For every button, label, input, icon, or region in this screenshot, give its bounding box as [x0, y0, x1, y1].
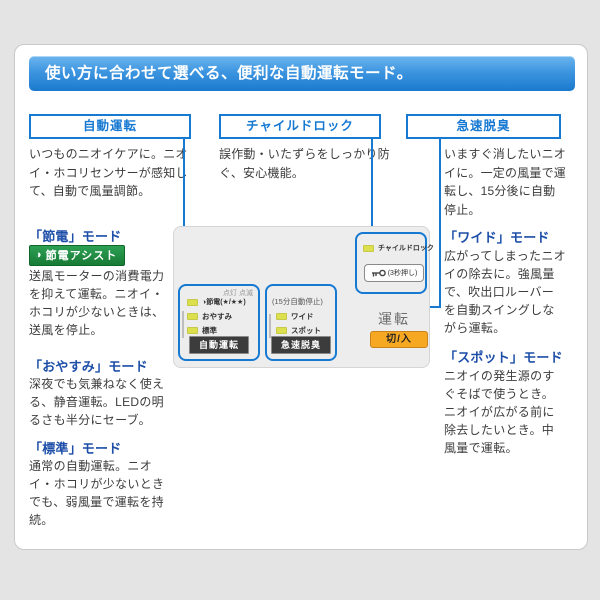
- childlock-lamp-row: チャイルドロック: [363, 243, 434, 253]
- quick-deodorize-button: 急速脱臭: [270, 336, 332, 354]
- lamp-label: ◑節電(★/★★): [202, 299, 246, 306]
- lamp-label: チャイルドロック: [378, 245, 434, 252]
- auto-lamp-row-sleep: おやすみ: [187, 311, 232, 322]
- group-tick: [269, 314, 271, 338]
- lamp-label: 標準: [202, 326, 217, 335]
- mode-description-wide: 広がってしまったニオイの除去に。強風量で、吹出口ルーバーを自動スイングしながら運…: [444, 249, 566, 335]
- feature-box-childlock: チャイルドロック: [219, 114, 381, 139]
- deodorize-note: (15分自動停止): [272, 297, 323, 306]
- feature-description-auto: いつものニオイケアに。ニオイ・ホコリセンサーが感知して、自動で風量調節。: [29, 147, 188, 198]
- childlock-key-button: (3秒押し): [364, 264, 424, 282]
- power-label: 運転: [378, 311, 410, 327]
- auto-run-button: 自動運転: [188, 336, 250, 354]
- lamp-label: ワイド: [291, 312, 314, 321]
- control-panel: チャイルドロック (3秒押し) 点灯 点滅: [173, 226, 434, 368]
- feature-label: 自動運転: [82, 119, 137, 133]
- eco-assist-badge: ◑節電アシスト: [29, 245, 126, 266]
- mode-description-spot: ニオイの発生源のすぐそばで使うとき。ニオイが広がる前に除去したいとき。中風量で運…: [444, 369, 555, 455]
- eco-badge-label: 節電アシスト: [45, 250, 118, 262]
- feature-box-deodorize: 急速脱臭: [406, 114, 561, 139]
- group-tick: [182, 311, 184, 338]
- feature-box-auto: 自動運転: [29, 114, 191, 139]
- lamp-indicator: [187, 298, 198, 306]
- panel-group-auto: 点灯 点滅 ◑節電(★/★★) おやすみ 標準 自動運転: [178, 284, 260, 361]
- deodorize-lamp-row-spot: スポット: [276, 325, 321, 336]
- key-button-label: (3秒押し): [387, 270, 418, 277]
- lamp-indicator: [276, 313, 287, 320]
- panel-group-deodorize: (15分自動停止) ワイド スポット 急速脱臭: [265, 284, 337, 361]
- connector-line-childlock: [371, 139, 373, 232]
- power-button: 切/入: [370, 331, 428, 348]
- section-header: 使い方に合わせて選べる、便利な自動運転モード。: [29, 56, 575, 91]
- auto-lamp-row-standard: 標準: [187, 325, 217, 336]
- eco-icon: ◑: [35, 249, 43, 261]
- feature-description-childlock: 誤作動・いたずらをしっかり防ぐ、安心機能。: [219, 147, 390, 180]
- lamp-indicator: [363, 244, 374, 252]
- panel-group-childlock: チャイルドロック (3秒押し): [355, 232, 434, 294]
- mode-title-spot: 「スポット」モード: [444, 350, 563, 365]
- deodorize-lamp-row-wide: ワイド: [276, 311, 314, 322]
- section-title: 使い方に合わせて選べる、便利な自動運転モード。: [45, 65, 413, 82]
- auto-lamp-row-eco: ◑節電(★/★★): [187, 297, 246, 307]
- mode-description-sleep: 深夜でも気兼ねなく使える、静音運転。LEDの明るさも半分にセーブ。: [29, 377, 165, 427]
- mode-title-sleep: 「おやすみ」モード: [29, 359, 148, 374]
- connector-line-deodorize-vertical: [439, 139, 441, 308]
- feature-label: チャイルドロック: [246, 119, 354, 133]
- feature-label: 急速脱臭: [456, 119, 511, 133]
- connector-line-auto: [183, 139, 185, 285]
- lamp-indicator: [187, 313, 198, 320]
- mode-title-standard: 「標準」モード: [29, 441, 122, 456]
- mode-description-eco: 送風モーターの消費電力を抑えて運転。ニオイ・ホコリが少ないときは、送風を停止。: [29, 269, 165, 337]
- mode-description-standard: 通常の自動運転。ニオイ・ホコリが少ないときでも、弱風量で運転を持続。: [29, 459, 165, 527]
- lamp-state-note: 点灯 点滅: [223, 290, 253, 297]
- key-icon: [371, 269, 386, 276]
- mode-title-eco: 「節電」モード: [29, 229, 122, 244]
- feature-description-deodorize: いますぐ消したいニオイに。一定の風量で運転し、15分後に自動停止。: [444, 147, 567, 217]
- mode-title-wide: 「ワイド」モード: [444, 230, 550, 245]
- lamp-indicator: [187, 327, 198, 334]
- lamp-label: スポット: [291, 326, 321, 335]
- lamp-label: おやすみ: [202, 312, 232, 321]
- lamp-indicator: [276, 327, 287, 334]
- content-card: 使い方に合わせて選べる、便利な自動運転モード。 自動運転 チャイルドロック 急速…: [14, 44, 588, 550]
